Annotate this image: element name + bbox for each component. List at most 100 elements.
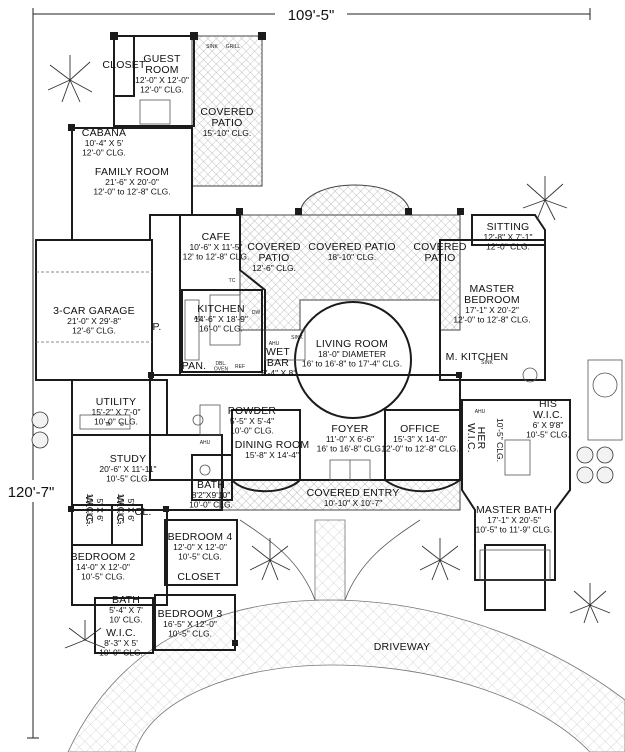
fixture-text: SINK bbox=[291, 335, 303, 341]
landscaping bbox=[31, 55, 614, 649]
fixture-text: AHU bbox=[475, 409, 486, 415]
room-name: STUDY bbox=[110, 453, 147, 465]
room-label-wic-low: W.I.C.8'-3" X 5'10'-0" CLG. bbox=[99, 627, 143, 658]
fixture-label-dw: DW bbox=[252, 310, 261, 316]
room-name: DINING ROOM bbox=[235, 439, 310, 451]
fixture-label-grill: GRILL bbox=[226, 44, 241, 50]
room-dimensions: 14'-6" X 18'-9" bbox=[194, 314, 248, 324]
room-dimensions: 6' X 9'8" bbox=[533, 420, 564, 430]
palm-plant bbox=[249, 538, 291, 581]
room-dimensions: 18'-0" DIAMETER bbox=[318, 349, 386, 359]
fixture-label-dbl-oven: DBL.OVEN bbox=[214, 361, 229, 373]
vertical-label-text: 10' CLG. bbox=[85, 493, 95, 526]
room-dimensions: 15'-2" X 7'-0" bbox=[92, 407, 141, 417]
room-dimensions: 12'-0" to 12'-8" CLG. bbox=[453, 315, 530, 325]
room-dimensions: 16'-0" CLG. bbox=[199, 324, 243, 334]
vertical-label-wic-a: W.I.C. bbox=[83, 495, 95, 525]
room-dimensions: 10'-5" CLG. bbox=[168, 629, 212, 639]
room-dimensions: 18'-10" CLG. bbox=[328, 252, 377, 262]
room-name: OFFICE bbox=[400, 423, 440, 435]
room-dimensions: 10'-5" CLG. bbox=[106, 474, 150, 484]
fixture-label-dry: D bbox=[120, 422, 124, 428]
room-name: BATH bbox=[112, 594, 140, 606]
room-name: W.I.C. bbox=[106, 627, 136, 639]
room-name: PAN. bbox=[182, 360, 207, 372]
room-dimensions: 14'-0" X 12'-0" bbox=[76, 562, 130, 572]
fixture-labels: SINK GRILL TC DW A/C SINK DBL.OVEN REF AHU AHU SIN… bbox=[106, 44, 494, 446]
room-name: CLOSET bbox=[102, 59, 146, 71]
fixture-label-pantry-p: P. bbox=[153, 321, 162, 333]
fixture-text: SINK bbox=[206, 44, 218, 50]
room-dimensions: 16' to 16'-8" CLG. bbox=[317, 444, 384, 454]
room-label-bedroom3: BEDROOM 316'-5" X 12'-0"10'-5" CLG. bbox=[158, 608, 223, 639]
shrub bbox=[596, 446, 614, 464]
fixture-text: DW bbox=[252, 310, 261, 316]
fixture-text: REF bbox=[235, 364, 245, 370]
room-label-closet-guest: CLOSET bbox=[102, 59, 146, 71]
room-name: COVERED bbox=[247, 241, 301, 253]
room-name: BEDROOM 2 bbox=[71, 551, 136, 563]
fixture-label-sink-mk: SINK bbox=[481, 360, 493, 366]
room-name: POWDER bbox=[228, 405, 277, 417]
room-name: UTILITY bbox=[96, 396, 137, 408]
vertical-label-text: CL. bbox=[135, 506, 152, 518]
shrub bbox=[31, 411, 49, 429]
width-dimension-label: 109'-5" bbox=[288, 7, 335, 24]
room-dimensions: 12'-8" X 7'-1" bbox=[484, 232, 533, 242]
room-name: COVERED bbox=[413, 241, 467, 253]
room-name: LIVING ROOM bbox=[316, 338, 388, 350]
room-name: BEDROOM 3 bbox=[158, 608, 223, 620]
room-name: WET bbox=[266, 346, 290, 358]
room-dimensions: 15'-8" X 14'-4" bbox=[245, 450, 299, 460]
fixture-label-ref: REF bbox=[235, 364, 245, 370]
room-name: GUEST bbox=[143, 53, 181, 65]
vertical-label-text: W.I.C. bbox=[114, 495, 126, 525]
patio-areas bbox=[191, 35, 461, 511]
room-dimensions: 15'-3" X 14'-0" bbox=[393, 434, 447, 444]
room-name: SITTING bbox=[487, 221, 530, 233]
room-dimensions: 12'-0" CLG. bbox=[82, 148, 126, 158]
room-name: BAR bbox=[267, 357, 289, 369]
room-name: MASTER BATH bbox=[476, 504, 552, 516]
vertical-label-text: W.I.C. bbox=[465, 423, 477, 453]
fixture-label-ahu-master: AHU bbox=[475, 409, 486, 415]
room-dimensions: 10'-0" CLG. bbox=[99, 648, 143, 658]
room-dimensions: 16'-5" X 12'-0" bbox=[163, 619, 217, 629]
overall-dimensions: 109'-5" 120'-7" bbox=[0, 4, 591, 739]
palm-plant bbox=[419, 538, 461, 581]
room-dimensions: 12'-0" CLG. bbox=[140, 85, 184, 95]
fixture-text: A/C bbox=[194, 316, 203, 322]
room-name: PATIO bbox=[259, 252, 290, 264]
fixture-label-ahu-hall: AHU bbox=[200, 440, 211, 446]
palm-plant bbox=[64, 620, 106, 649]
room-name: FAMILY ROOM bbox=[95, 166, 169, 178]
room-dimensions: 8'-4" X 8' bbox=[261, 368, 295, 378]
room-name: HIS bbox=[539, 398, 557, 410]
room-dimensions: 8'-3" X 5' bbox=[104, 638, 138, 648]
room-label-bedroom2: BEDROOM 214'-0" X 12'-0"10'-5" CLG. bbox=[71, 551, 136, 582]
fixture-text: OVEN bbox=[214, 367, 229, 373]
room-label-m-kitchen: M. KITCHEN bbox=[446, 351, 508, 363]
room-name: BATH bbox=[197, 479, 225, 491]
room-dimensions: 12'-0" X 12'-0" bbox=[173, 542, 227, 552]
fixture-label-tc: TC bbox=[229, 278, 236, 284]
fixture-text: AHU bbox=[200, 440, 211, 446]
room-dimensions: 5'-4" X 7' bbox=[109, 605, 143, 615]
vertical-label-her-wic-dims: 10'-5" CLG. bbox=[495, 418, 505, 462]
room-dimensions: 10'-10" X 10'-7" bbox=[324, 498, 382, 508]
